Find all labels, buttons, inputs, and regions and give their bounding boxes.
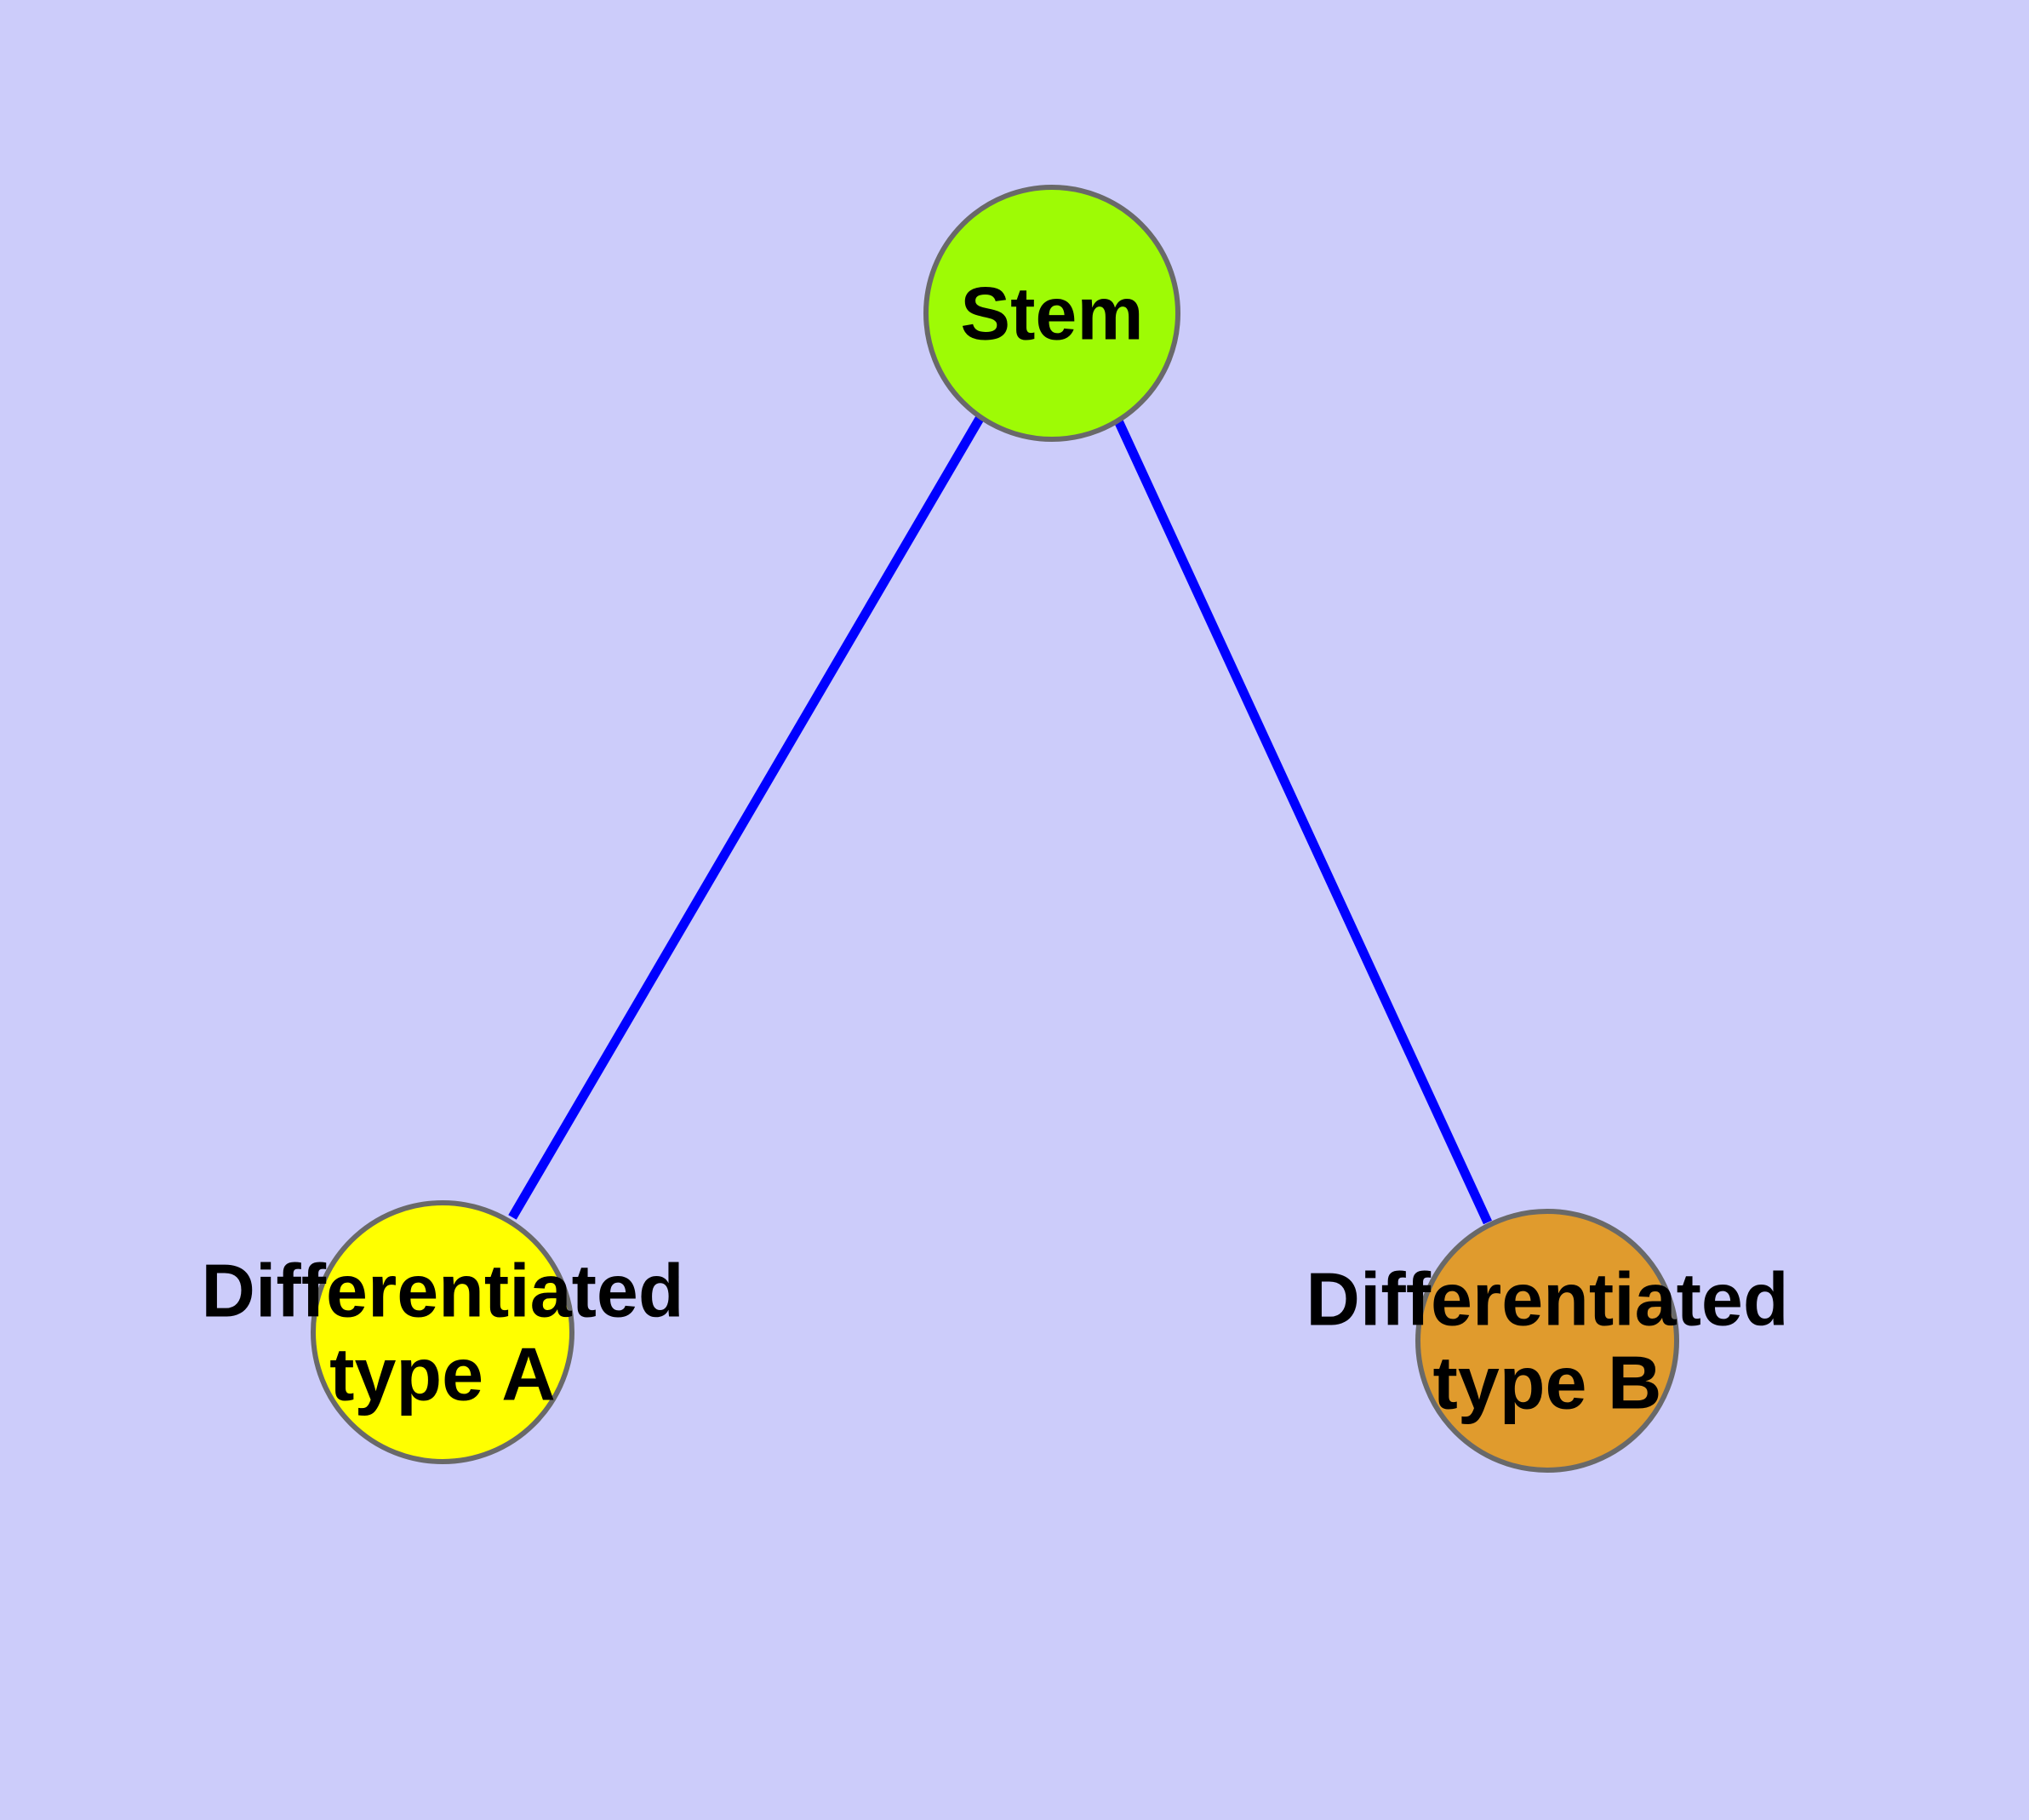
node-stem[interactable] [923, 185, 1180, 442]
node-layer [311, 185, 1679, 1473]
edge-layer [508, 415, 1492, 1225]
node-label-line: type A [329, 1332, 556, 1417]
node-differentiated-type-b[interactable] [1415, 1209, 1679, 1473]
edge-stem-to-differentiated-type-b[interactable] [1112, 415, 1492, 1225]
node-label-line: Stem [960, 272, 1143, 356]
node-label-stem: Stem [960, 272, 1143, 356]
node-label-line: type B [1433, 1341, 1662, 1425]
edge-stem-to-differentiated-type-a[interactable] [508, 415, 985, 1220]
node-label-line: Differentiated [1306, 1257, 1788, 1342]
node-differentiated-type-a[interactable] [311, 1200, 574, 1464]
node-label-line: Differentiated [201, 1249, 683, 1333]
